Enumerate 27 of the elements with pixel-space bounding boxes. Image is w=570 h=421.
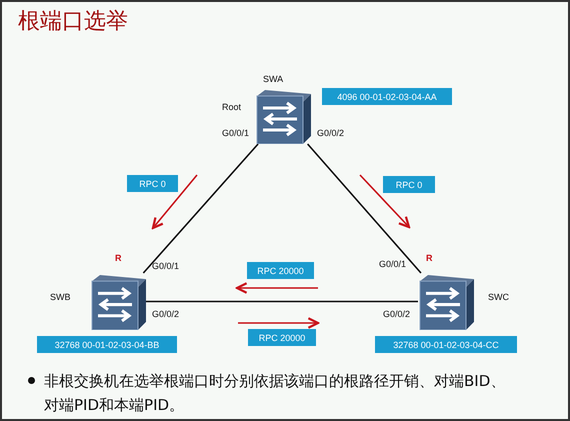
title: 根端口选举 bbox=[18, 8, 128, 36]
device-name: SWC bbox=[488, 292, 509, 302]
switch-icon bbox=[90, 273, 146, 330]
device-name: SWA bbox=[263, 74, 284, 84]
label-box: 32768 00-01-02-03-04-BB bbox=[37, 336, 177, 353]
label-box: 4096 00-01-02-03-04-AA bbox=[322, 88, 452, 105]
port-label: G0/0/1 bbox=[222, 128, 250, 138]
port-label: G0/0/1 bbox=[379, 259, 406, 269]
link-line bbox=[307, 143, 422, 274]
device-name: SWB bbox=[50, 292, 71, 302]
label-box: RPC 20000 bbox=[248, 329, 316, 346]
label-box: RPC 0 bbox=[127, 175, 178, 192]
link-line bbox=[146, 300, 418, 302]
label-box: 32768 00-01-02-03-04-CC bbox=[375, 336, 517, 353]
label-box: RPC 0 bbox=[383, 176, 435, 193]
port-label: G0/0/1 bbox=[152, 261, 180, 271]
label-box: RPC 20000 bbox=[247, 262, 314, 279]
switch-icon bbox=[255, 88, 311, 144]
port-label: G0/0/2 bbox=[152, 309, 180, 319]
bullet-text: 非根交换机在选举根端口时分别依据该端口的根路径开销、对端BID、对端PID和本端PID。 bbox=[44, 371, 506, 416]
port-label: G0/0/2 bbox=[317, 128, 344, 138]
role-mark: R bbox=[426, 253, 432, 263]
port-label: G0/0/2 bbox=[383, 309, 410, 319]
device-name: Root bbox=[222, 102, 242, 112]
switch-icon bbox=[418, 273, 474, 330]
link-line bbox=[142, 143, 259, 274]
role-mark: R bbox=[115, 253, 122, 263]
